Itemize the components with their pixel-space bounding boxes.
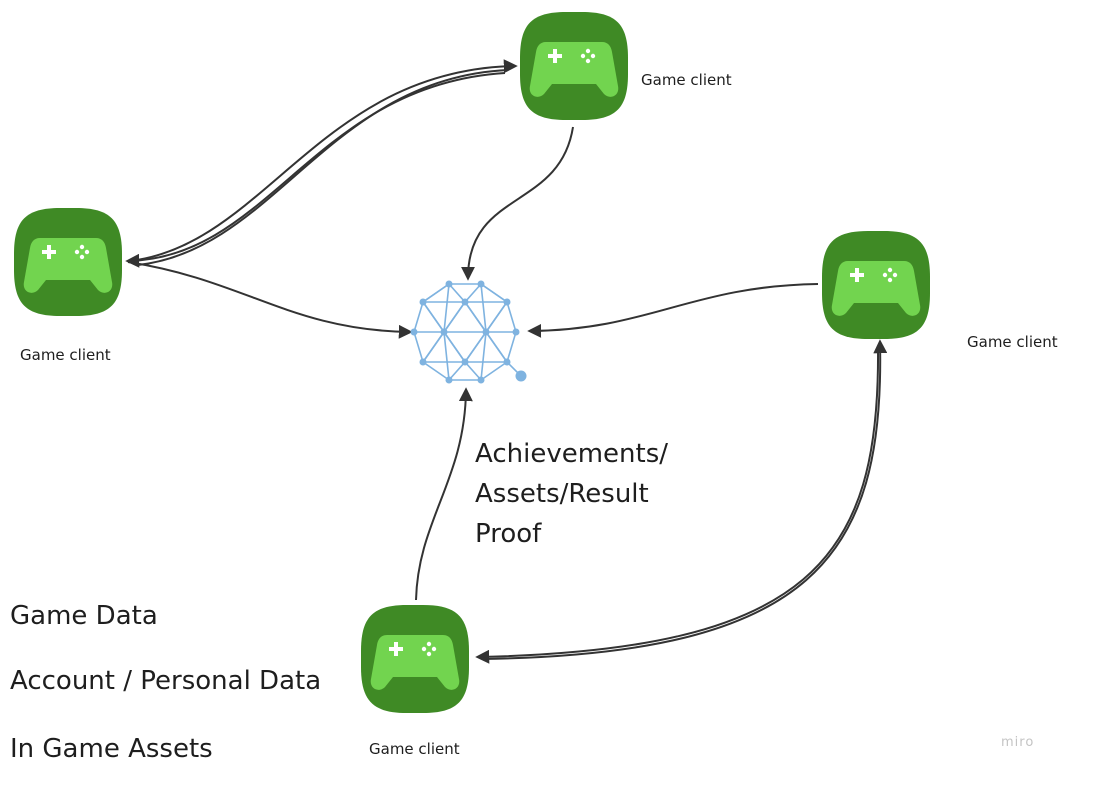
data-type-in-game-assets: In Game Assets xyxy=(10,734,213,764)
client-label-left: Game client xyxy=(20,346,111,364)
game-controller-icon-top xyxy=(520,12,628,120)
client-label-bottom: Game client xyxy=(369,740,460,758)
client-label-top: Game client xyxy=(641,71,732,89)
game-controller-icon-bottom xyxy=(361,605,469,713)
arrow-right-to-bottom xyxy=(475,347,880,664)
proof-annotation: Achievements/ Assets/Result Proof xyxy=(475,434,668,554)
network-node-icon xyxy=(413,283,522,381)
game-controller-icon-right xyxy=(822,231,930,339)
network-node-dots xyxy=(410,280,527,384)
miro-watermark: miro xyxy=(1001,735,1035,750)
proof-annotation-line: Proof xyxy=(475,519,542,549)
arrow-right-to-network xyxy=(527,283,819,338)
proof-annotation-line: Assets/Result xyxy=(475,479,649,509)
arrow-left-to-top-a xyxy=(129,59,518,262)
arrow-left-to-top-b xyxy=(137,69,509,266)
game-controller-icon-left xyxy=(14,208,122,316)
proof-annotation-line: Achievements/ xyxy=(475,439,669,469)
data-type-account-personal: Account / Personal Data xyxy=(10,666,322,696)
arrow-bottom-to-network xyxy=(415,387,473,601)
arrow-top-to-network xyxy=(461,126,574,281)
data-type-game-data: Game Data xyxy=(10,601,158,631)
client-label-right: Game client xyxy=(967,333,1058,351)
arrow-bottom-to-right xyxy=(481,339,888,660)
arrow-left-to-network xyxy=(127,261,413,339)
arrow-top-to-left xyxy=(125,72,506,268)
